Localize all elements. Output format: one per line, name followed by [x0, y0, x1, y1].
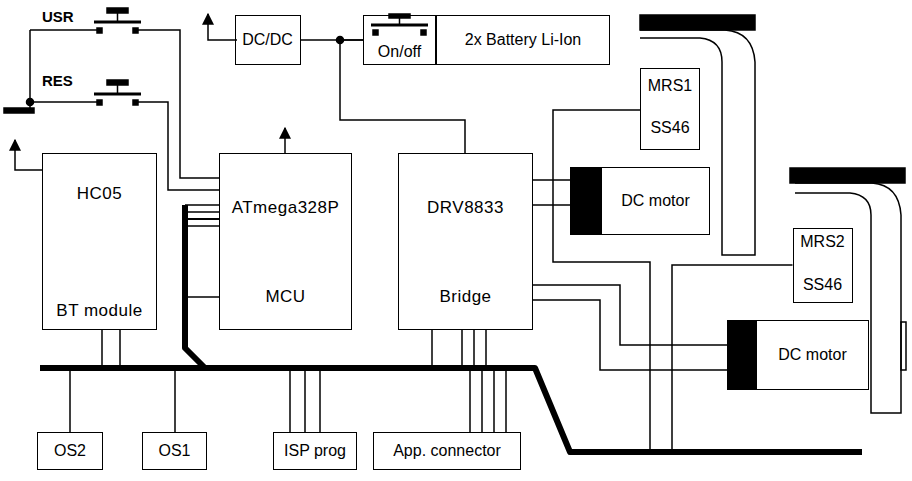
switch-contact [133, 100, 138, 105]
wire-connector [533, 179, 570, 181]
bus-tap [431, 330, 433, 368]
box-text: SS46 [803, 276, 842, 294]
wire-connector [185, 219, 305, 432]
box-text: ATmega328P [232, 198, 340, 218]
switch-cap [107, 80, 128, 85]
box-text: OS1 [158, 442, 190, 460]
box-text: 2x Battery Li-Ion [465, 31, 582, 49]
bus-tap [185, 204, 219, 206]
switch-contact [421, 30, 426, 35]
bus-tap [185, 296, 219, 298]
wire-connector [185, 219, 470, 432]
battery-box: 2x Battery Li-Ion [436, 15, 610, 65]
bus-tap [493, 368, 495, 432]
converter-box: DC/DC [235, 15, 301, 65]
box-text: OS2 [54, 442, 86, 460]
ground-symbol [4, 108, 34, 113]
box-text: BT module [56, 301, 142, 321]
sensor-box: MRS2SS46 [793, 228, 853, 303]
box-text: DC/DC [242, 31, 293, 49]
switch-wire [30, 29, 100, 31]
wire-connector [533, 204, 570, 206]
connector-box: OS2 [37, 432, 103, 470]
wheel-outline [640, 30, 755, 255]
switch-wire [135, 30, 219, 178]
box-text: MRS1 [648, 77, 692, 95]
switch-stem [399, 18, 401, 25]
wire-connector [185, 219, 462, 368]
switch-wire [135, 102, 219, 190]
switch-label: USR [42, 9, 74, 26]
box-text: DRV8833 [427, 198, 504, 218]
sensor-box: MRS1SS46 [640, 68, 700, 150]
module-box: HC05 BT module [42, 153, 157, 330]
box-text: ISP prog [284, 442, 346, 460]
connector-box: ISP prog [273, 432, 357, 470]
wire-connector [120, 219, 219, 368]
motor-box: DC motor [727, 320, 869, 390]
bus-tap [185, 225, 219, 227]
bus-tap [481, 368, 483, 432]
box-text: MRS2 [800, 233, 844, 251]
box-text: DC motor [778, 346, 846, 364]
box-text: MCU [265, 287, 305, 307]
power-arrow [208, 14, 237, 40]
connector-box: App. connector [373, 432, 521, 470]
bus-tap [473, 330, 475, 368]
bus-tap [101, 330, 103, 368]
switch-cap [107, 8, 128, 13]
switch-stem [117, 85, 119, 94]
bus-tap [289, 368, 291, 432]
box-text: Bridge [439, 287, 491, 307]
mcu-box: ATmega328P MCU [219, 153, 352, 330]
box-text: On/off [378, 43, 421, 61]
power-arrow [15, 140, 42, 170]
motor-box: DC motor [570, 167, 710, 235]
wire-connector [185, 110, 650, 452]
bus-tap [505, 368, 507, 432]
connector-box: OS1 [142, 432, 207, 470]
wire-connector [533, 300, 727, 370]
wire-connector [70, 219, 219, 432]
switch-stem [117, 13, 119, 22]
switch-contact [97, 100, 102, 105]
box-text: DC motor [621, 192, 689, 210]
wheel-outline [795, 183, 901, 413]
switch-wire [30, 101, 100, 103]
switch-box: On/off [363, 15, 436, 65]
switch-contact [133, 28, 138, 33]
wheel-hub [901, 322, 906, 370]
box-text: SS46 [650, 119, 689, 137]
switch-contact [373, 30, 378, 35]
wire-connector [533, 285, 727, 345]
box-text: HC05 [77, 184, 122, 204]
tyre-tread [640, 15, 755, 30]
switch-contact [97, 28, 102, 33]
switch-label: RES [42, 73, 73, 90]
bus-tap [185, 211, 219, 213]
wire-connector [340, 40, 465, 153]
wire-connector [185, 219, 793, 452]
junction-dot [27, 99, 34, 106]
tyre-tread [790, 168, 905, 183]
bus-tap [485, 330, 487, 368]
bus-tap [319, 368, 321, 432]
wire-connector [175, 219, 219, 432]
bridge-box: DRV8833Bridge [398, 153, 533, 330]
box-text: App. connector [393, 442, 501, 460]
power-arrow [284, 128, 286, 153]
signal-bus [185, 205, 205, 368]
